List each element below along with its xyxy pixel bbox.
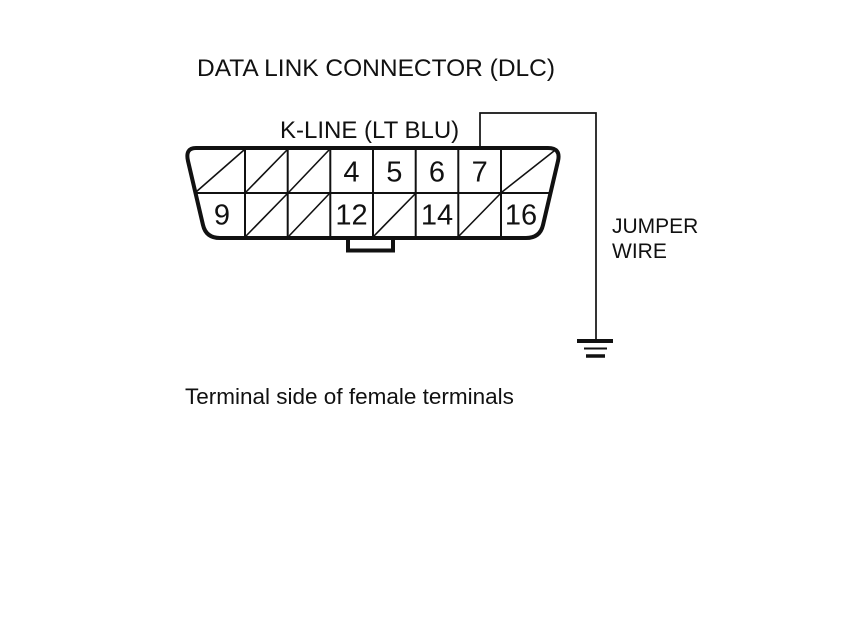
unused-pin-slash-11 [288,193,330,237]
pin-label-14: 14 [421,200,453,232]
pin-label-5: 5 [386,157,402,189]
diagram-title: DATA LINK CONNECTOR (DLC) [197,55,555,82]
unused-pin-slash-10 [245,193,288,237]
unused-pin-slashes [195,149,555,237]
unused-pin-slash-13 [373,193,416,237]
jumper-wire-label-line2: WIRE [612,240,667,263]
pin-label-16: 16 [505,200,537,232]
pin-label-4: 4 [343,157,359,189]
jumper-wire-line [479,112,597,339]
dlc-connector-tab [346,238,395,253]
ground-icon [577,339,613,358]
jumper-wire-label-line1: JUMPER [612,215,698,238]
unused-pin-slash-2 [245,149,288,193]
unused-pin-slash-3 [288,149,330,193]
unused-pin-slash-1 [195,149,245,193]
pin-label-9: 9 [214,200,230,232]
pin-label-7: 7 [472,157,488,189]
connector-column-dividers [244,150,502,236]
pin-label-12: 12 [335,200,367,232]
diagram-caption: Terminal side of female terminals [185,384,514,409]
pin-label-6: 6 [429,157,445,189]
unused-pin-slash-15 [458,193,501,237]
k-line-label: K-LINE (LT BLU) [280,117,459,144]
unused-pin-slash-8 [501,150,555,193]
